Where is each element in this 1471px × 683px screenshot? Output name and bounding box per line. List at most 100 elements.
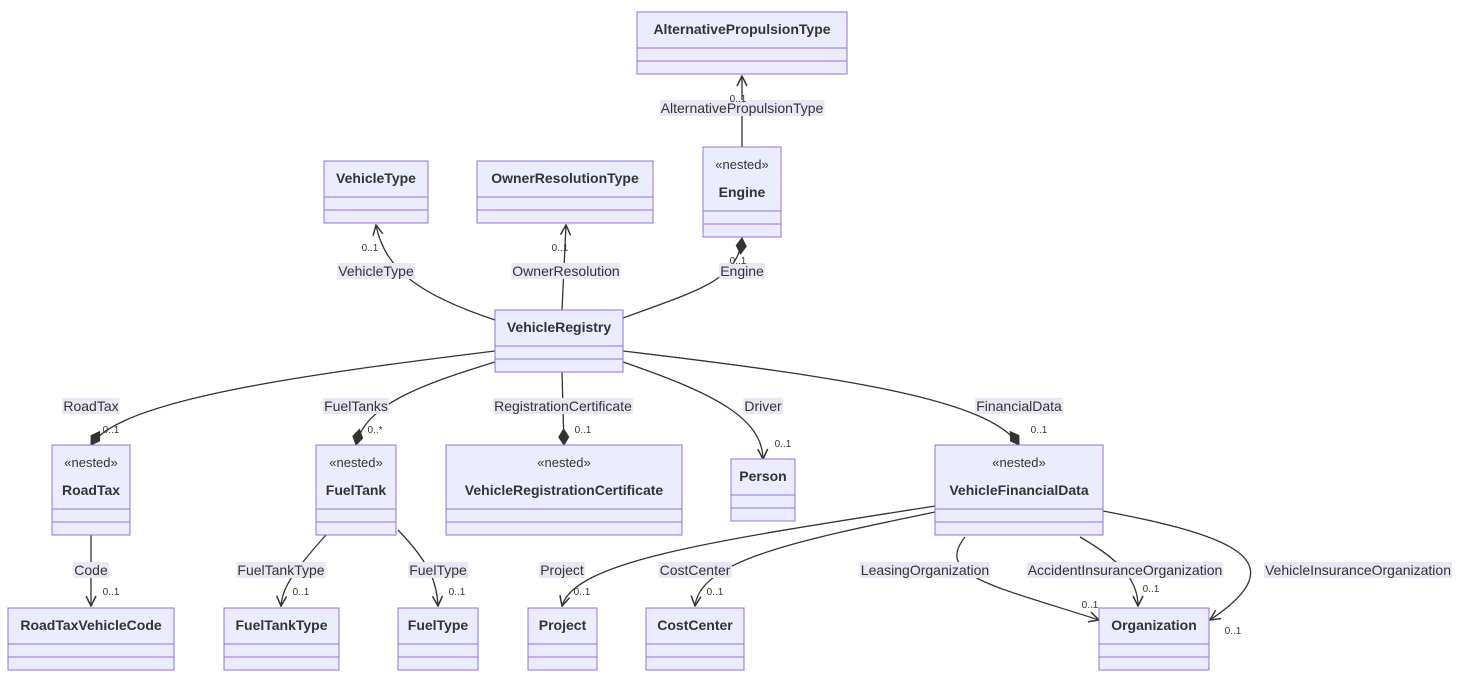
relation-line-driver (622, 361, 763, 459)
relation-line-roadtax (90, 350, 496, 446)
class-box-altprop[interactable]: AlternativePropulsionType (636, 11, 848, 75)
class-box-frame (323, 160, 429, 224)
class-name: Organization (1111, 617, 1197, 633)
class-name: VehicleRegistrationCertificate (465, 482, 664, 498)
class-box-engine[interactable]: «nested»Engine (702, 146, 782, 238)
class-name: FuelTank (326, 482, 387, 498)
relation-line-costcenter (695, 511, 936, 606)
class-box-frame (315, 444, 397, 536)
class-box-frame (397, 607, 479, 671)
class-box-person[interactable]: Person (730, 458, 796, 522)
relation-multiplicity: 0..1 (449, 587, 466, 598)
class-stereotype: «nested» (64, 455, 118, 470)
relation-line-leasing (956, 536, 1099, 620)
class-box-rtvc[interactable]: RoadTaxVehicleCode (7, 607, 175, 671)
class-name: RoadTaxVehicleCode (20, 617, 162, 633)
relation-multiplicity: 0..1 (1225, 626, 1242, 637)
relation-label-background (337, 263, 415, 279)
class-stereotype: «nested» (537, 455, 591, 470)
relation-label-text: VehicleInsuranceOrganization (1265, 562, 1451, 578)
relation-label-text: CostCenter (660, 562, 731, 578)
relation-label-roadtax: RoadTax (62, 398, 120, 414)
relation-label-text: FuelTanks (324, 398, 388, 414)
relation-label-fueltype: FuelType (408, 562, 469, 578)
relation-line-vehicletype (376, 225, 496, 321)
class-box-frame (934, 444, 1104, 536)
relation-label-text: Engine (720, 263, 764, 279)
relation-label-code: Code (73, 562, 109, 578)
relation-labels-layer: AlternativePropulsionType0..1VehicleType… (62, 94, 1453, 637)
class-box-fueltype[interactable]: FuelType (397, 607, 479, 671)
relation-label-background (859, 562, 991, 578)
relation-label-background (1263, 562, 1453, 578)
relation-line-fueltanks (352, 361, 496, 446)
class-box-costcenter[interactable]: CostCenter (645, 607, 745, 671)
relation-label-costcenter: CostCenter (658, 562, 732, 578)
class-name: RoadTax (62, 482, 120, 498)
relation-label-background (323, 398, 389, 414)
class-name: OwnerResolutionType (491, 170, 639, 186)
class-box-frame (223, 607, 340, 671)
relation-line-fueltanktype (281, 534, 327, 606)
relation-label-fueltanktype: FuelTankType (236, 562, 326, 578)
relation-label-text: Code (74, 562, 108, 578)
relation-label-project: Project (539, 562, 585, 578)
relation-multiplicity: 0..1 (552, 243, 569, 254)
relation-label-background (1026, 562, 1224, 578)
relation-label-financial: FinancialData (975, 398, 1064, 414)
relation-label-background (511, 263, 621, 279)
relation-label-driver: Driver (743, 398, 783, 414)
class-name: FuelType (408, 617, 469, 633)
relation-label-fueltanks: FuelTanks (323, 398, 389, 414)
relation-multiplicity: 0..1 (293, 587, 310, 598)
relation-label-regcert: RegistrationCertificate (493, 398, 634, 414)
class-box-frame (476, 160, 654, 224)
relation-label-engine: Engine (719, 263, 766, 279)
class-stereotype: «nested» (992, 455, 1046, 470)
class-name: Person (739, 468, 786, 484)
class-box-vehicletype[interactable]: VehicleType (323, 160, 429, 224)
class-box-fueltank[interactable]: «nested»FuelTank (315, 444, 397, 536)
class-box-vrc[interactable]: «nested» VehicleRegistrationCertificate (445, 444, 683, 536)
relation-label-text: RegistrationCertificate (494, 398, 632, 414)
relation-multiplicity: 0..1 (103, 587, 120, 598)
class-box-ownerres[interactable]: OwnerResolutionType (476, 160, 654, 224)
class-box-fueltanktype[interactable]: FuelTankType (223, 607, 340, 671)
relation-label-text: FinancialData (976, 398, 1062, 414)
relation-multiplicity: 0..1 (362, 243, 379, 254)
relation-label-text: AlternativePropulsionType (661, 100, 824, 116)
relation-label-background (408, 562, 469, 578)
relation-multiplicity: 0..1 (574, 587, 591, 598)
relation-label-vehicletype: VehicleType (337, 263, 415, 279)
relation-label-text: VehicleType (338, 263, 414, 279)
class-box-project[interactable]: Project (527, 607, 598, 671)
class-box-frame (636, 11, 848, 75)
relation-label-background (659, 100, 825, 116)
relation-label-text: FuelType (409, 562, 467, 578)
class-name: VehicleFinancialData (949, 482, 1088, 498)
relations-layer (90, 76, 1252, 620)
relation-multiplicity: 0..1 (575, 425, 592, 436)
relation-label-background (743, 398, 783, 414)
class-name: Engine (719, 184, 766, 200)
relation-label-text: Driver (744, 398, 782, 414)
class-name: AlternativePropulsionType (653, 21, 830, 37)
class-box-roadtax[interactable]: «nested» RoadTax (51, 444, 131, 536)
class-box-organization[interactable]: Organization (1098, 607, 1210, 671)
relation-multiplicity: 0..1 (1143, 584, 1160, 595)
relation-label-background (493, 398, 634, 414)
relation-label-text: Project (540, 562, 584, 578)
relation-label-altprop: AlternativePropulsionType (659, 100, 825, 116)
relation-label-background (719, 263, 766, 279)
relation-multiplicity: 0..1 (1031, 425, 1048, 436)
class-name: VehicleType (336, 170, 416, 186)
relation-label-vehins: VehicleInsuranceOrganization (1263, 562, 1453, 578)
class-box-registry[interactable]: VehicleRegistry (494, 309, 624, 373)
relation-label-background (539, 562, 585, 578)
class-box-frame (51, 444, 131, 536)
relation-label-background (236, 562, 326, 578)
class-box-vfd[interactable]: «nested» VehicleFinancialData (934, 444, 1104, 536)
class-name: CostCenter (657, 617, 733, 633)
relation-multiplicity: 0..1 (730, 94, 747, 105)
